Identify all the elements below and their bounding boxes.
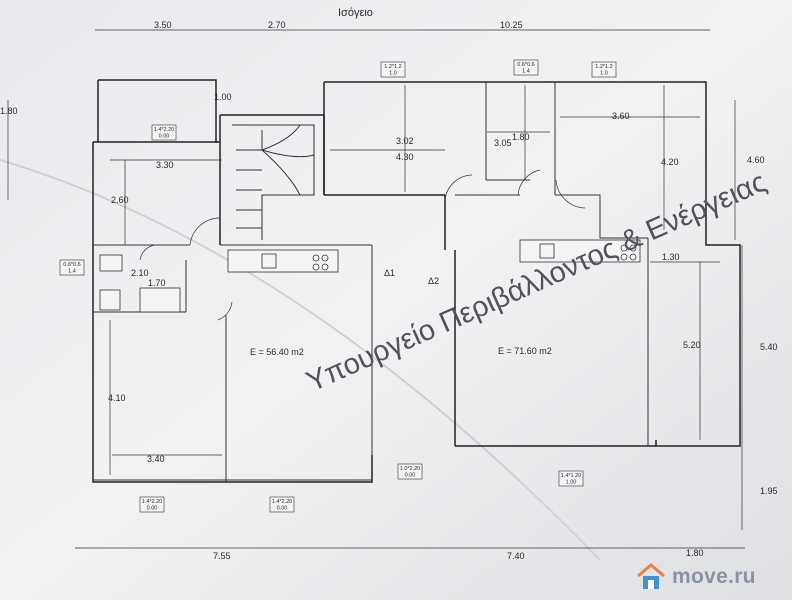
- brand-text: move.ru: [672, 565, 756, 588]
- opening-tag-line: 0.00: [405, 473, 416, 479]
- opening-tag: 1.4*1.201.00: [558, 470, 584, 487]
- dim-top-b: 2.70: [268, 20, 286, 30]
- opening-tag: 1.0*2.200.00: [397, 463, 423, 480]
- opening-tag-box: [380, 61, 406, 78]
- dim-wc-b: 1.70: [148, 278, 166, 288]
- dim-right-edge-b: 1.95: [760, 486, 778, 496]
- opening-tag-line: 1.00: [566, 480, 577, 486]
- opening-tag-box: [397, 463, 423, 480]
- opening-tag-box: [139, 496, 165, 513]
- dim-bottom-a: 7.55: [213, 551, 231, 561]
- opening-tag-line: 1.4*2.20: [272, 499, 293, 505]
- dimension-lines: [7, 29, 745, 549]
- opening-tag: 1.2*1.21.0: [591, 61, 617, 78]
- dim-left-edge-top: 1.80: [0, 106, 18, 116]
- opening-tag: 0.6*0.61.4: [59, 259, 85, 276]
- dim-corridor-h: 3.05: [494, 138, 512, 148]
- opening-tag-box: [591, 61, 617, 78]
- dim-right-room-w: 3.60: [612, 111, 630, 121]
- opening-tag-line: 1.4: [522, 69, 530, 75]
- area-label-right: E = 71.60 m2: [498, 346, 552, 356]
- opening-tag-line: 1.0: [600, 71, 608, 77]
- house-logo-icon: [637, 563, 665, 589]
- area-label-left: E = 56.40 m2: [250, 347, 304, 357]
- opening-tag-box: [59, 259, 85, 276]
- dim-bottom-b: 7.40: [507, 551, 525, 561]
- opening-tag-line: 1.4*2.20: [154, 127, 175, 133]
- dim-bed-h: 2.60: [111, 195, 129, 205]
- opening-tag-line: 0.00: [277, 506, 288, 512]
- opening-tag-line: 1.4*2.20: [142, 499, 163, 505]
- dim-side-h: 5.20: [683, 340, 701, 350]
- fixtures: [99, 239, 641, 313]
- brand-watermark: move.ru: [636, 562, 756, 592]
- dim-right-room-h: 4.20: [661, 157, 679, 167]
- dim-center-room-w: 4.30: [396, 152, 414, 162]
- opening-tag-line: 1.4: [68, 269, 76, 275]
- dim-center-room-h: 3.02: [396, 136, 414, 146]
- dim-top-c: 10.25: [500, 20, 523, 30]
- opening-tag-line: 1.4*1.20: [561, 473, 582, 479]
- opening-tag-box: [513, 59, 539, 76]
- opening-tag-line: 1.2*1.2: [384, 64, 401, 70]
- dim-corridor-w: 1.80: [512, 132, 530, 142]
- opening-tag-box: [558, 470, 584, 487]
- dim-top-a: 3.50: [154, 20, 172, 30]
- opening-tag: 1.2*1.21.0: [380, 61, 406, 78]
- marker-d2: Δ2: [428, 276, 439, 286]
- dim-room-w: 3.40: [147, 454, 165, 464]
- opening-tag-line: 0.00: [147, 506, 158, 512]
- dim-wc-w: 2.10: [131, 268, 149, 278]
- opening-tag-line: 0.00: [159, 134, 170, 140]
- dim-right-edge-c: 4.60: [747, 155, 765, 165]
- marker-d1: Δ1: [384, 268, 395, 278]
- plan-title: Ισόγειο: [338, 7, 373, 19]
- opening-tag-box: [269, 496, 295, 513]
- dim-bed-w: 3.30: [156, 160, 174, 170]
- dim-balcony-h: 1.00: [214, 92, 232, 102]
- opening-tag-line: 0.6*0.6: [517, 62, 534, 68]
- dimension-labels: 3.50 2.70 10.25 7.55 7.40 1.80 1.80 5.40…: [0, 20, 778, 561]
- dim-pantry-w: 1.30: [662, 252, 680, 262]
- doors: [139, 169, 586, 321]
- dim-bottom-c: 1.80: [686, 548, 704, 558]
- opening-tag-line: 1.0*2.20: [400, 466, 421, 472]
- opening-tag-line: 1.0: [389, 71, 397, 77]
- opening-tag: 1.4*2.200.00: [151, 124, 177, 141]
- opening-tag: 1.4*2.200.00: [269, 496, 295, 513]
- opening-tag-box: [151, 124, 177, 141]
- paper-fold: [0, 159, 601, 561]
- walls: [92, 79, 741, 483]
- opening-tag-line: 0.6*0.6: [63, 262, 80, 268]
- opening-tags: 1.2*1.21.00.6*0.61.41.2*1.21.01.4*2.200.…: [59, 59, 617, 513]
- dim-room-h: 4.10: [108, 393, 126, 403]
- dim-right-edge-a: 5.40: [760, 342, 778, 352]
- opening-tag-line: 1.2*1.2: [595, 64, 612, 70]
- opening-tag: 0.6*0.61.4: [513, 59, 539, 76]
- opening-tag: 1.4*2.200.00: [139, 496, 165, 513]
